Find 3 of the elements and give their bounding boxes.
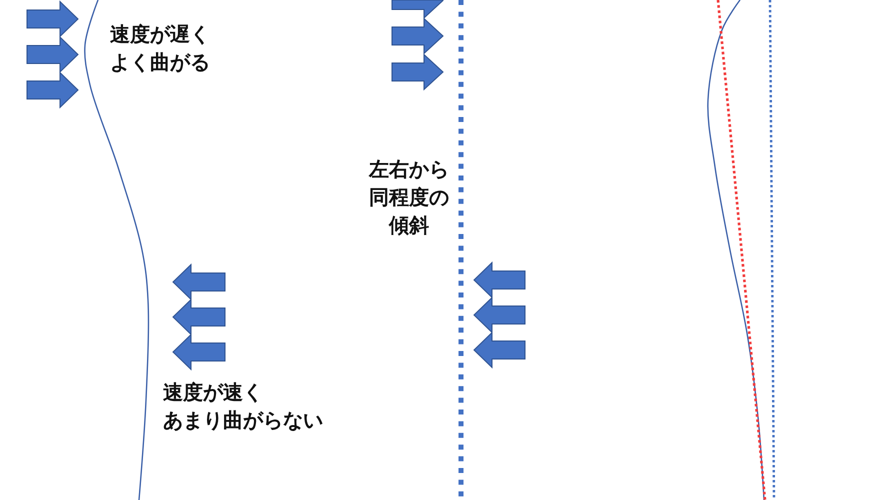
annotation-text: 左右から同程度の傾斜 — [368, 156, 450, 239]
annotation-text: 速度が遅くよく曲がる — [110, 21, 211, 76]
annotation-text: 速度が速くあまり曲がらない — [163, 379, 324, 434]
